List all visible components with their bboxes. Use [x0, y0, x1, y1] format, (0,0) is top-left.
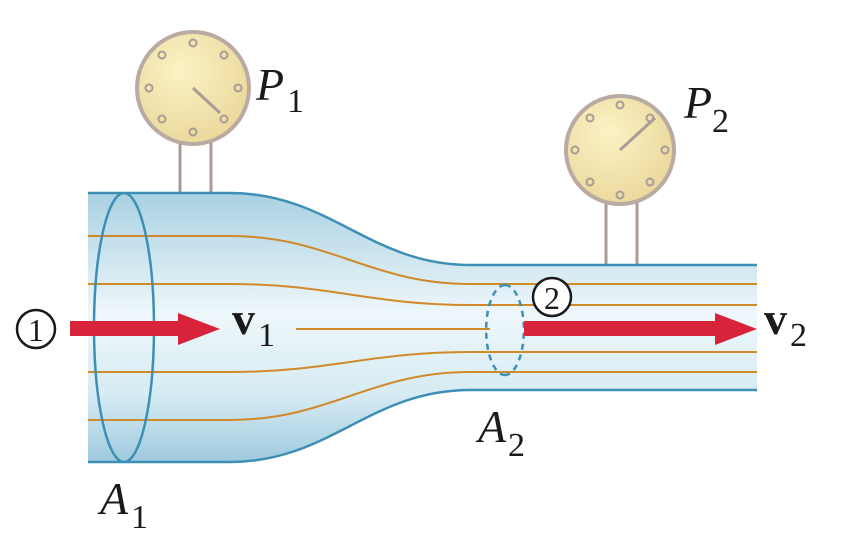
gauge-1-needle — [191, 86, 222, 115]
svg-text:1: 1 — [258, 317, 275, 354]
velocity-arrow-1 — [70, 313, 220, 345]
svg-text:2: 2 — [508, 427, 525, 464]
streamline — [88, 283, 757, 306]
svg-text:1: 1 — [287, 83, 304, 120]
pipe-bottom-wall — [88, 388, 757, 464]
svg-text:A: A — [475, 401, 507, 452]
svg-text:P: P — [255, 59, 284, 110]
svg-text:2: 2 — [790, 317, 807, 354]
label-a1: A 1 — [97, 473, 148, 536]
svg-text:1: 1 — [131, 499, 148, 536]
pipe-top-wall — [88, 191, 757, 267]
svg-text:2: 2 — [544, 280, 560, 316]
label-p2: P 2 — [683, 77, 729, 140]
svg-text:P: P — [683, 77, 712, 128]
streamline — [88, 235, 757, 285]
pressure-gauge-2 — [564, 94, 676, 206]
svg-text:v: v — [764, 293, 787, 344]
point-2-marker: 2 — [531, 276, 573, 318]
label-p1: P 1 — [255, 59, 304, 120]
streamlines — [88, 235, 757, 421]
gauge-1-stem — [178, 140, 213, 195]
label-v2: v 2 — [764, 293, 807, 354]
gauge-2-needle — [618, 116, 657, 152]
svg-text:1: 1 — [28, 312, 44, 348]
streamline — [88, 371, 757, 421]
svg-text:v: v — [232, 293, 255, 344]
pipe-body — [88, 193, 757, 462]
label-v1: v 1 — [232, 293, 275, 354]
velocity-arrow-2 — [524, 313, 757, 345]
svg-text:A: A — [97, 473, 129, 524]
pressure-gauge-1 — [135, 30, 251, 146]
streamline — [88, 351, 757, 373]
point-1-marker: 1 — [15, 308, 57, 350]
gauge-2-stem — [604, 200, 639, 265]
svg-text:2: 2 — [712, 103, 729, 140]
label-a2: A 2 — [475, 401, 525, 464]
